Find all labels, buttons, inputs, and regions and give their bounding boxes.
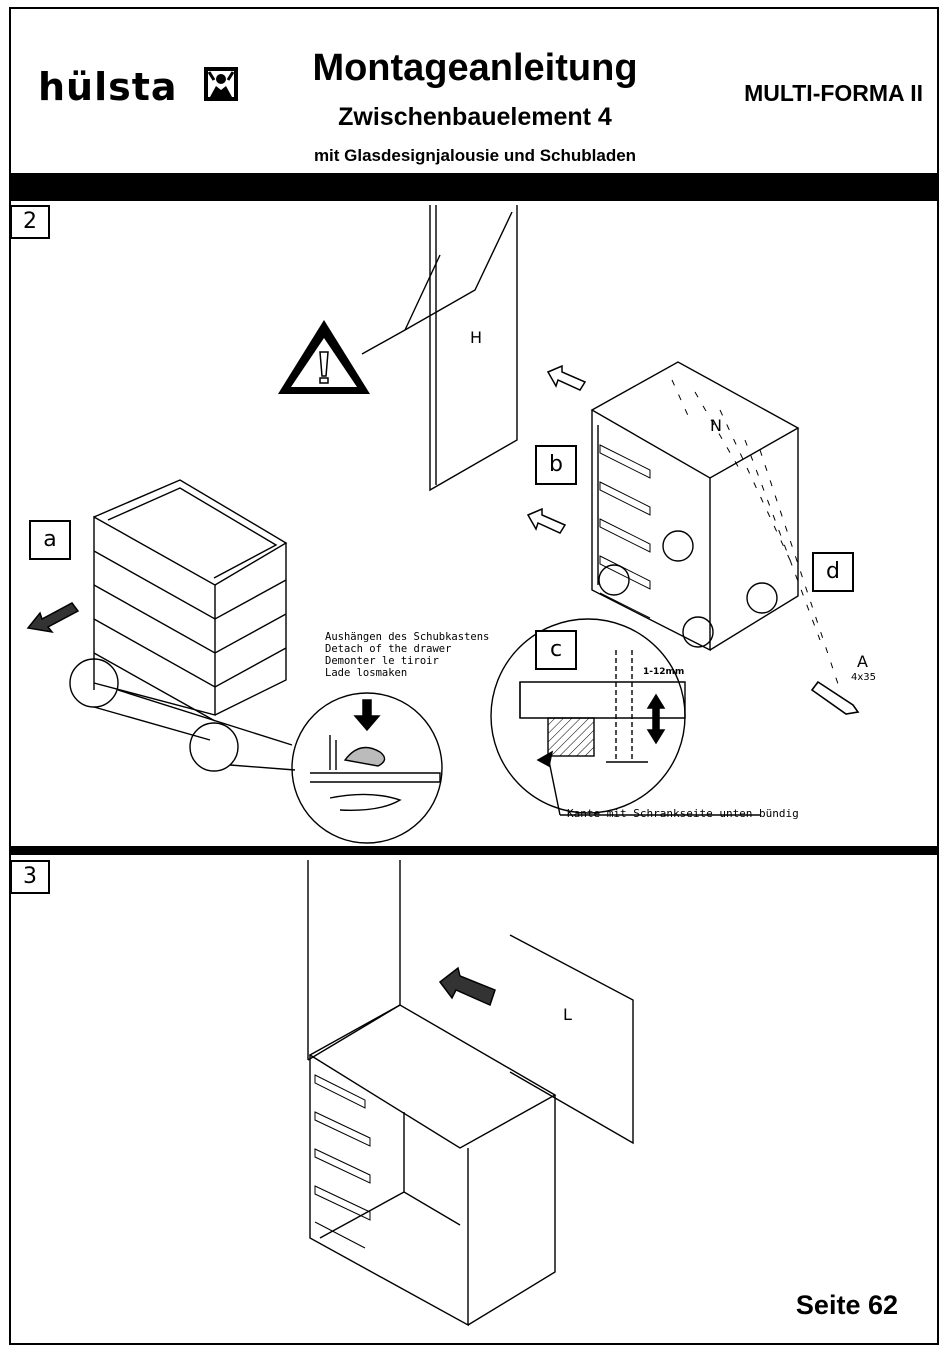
warning-icon <box>278 320 370 394</box>
drawer-note: Aushängen des Schubkastens Detach of the… <box>325 631 489 679</box>
panel-h-outline <box>430 205 517 490</box>
arrow-icon <box>28 603 78 632</box>
detail-label-c: c <box>535 630 577 670</box>
screw-size: 4x35 <box>851 672 876 683</box>
screw-label: A <box>857 652 868 671</box>
edge-note: Kante mit Schrankseite unten bündig <box>567 808 799 820</box>
step-number-3: 3 <box>10 860 50 894</box>
arrow-icon <box>528 509 565 533</box>
arrow-down-icon <box>355 700 379 730</box>
part-label-h: H <box>470 328 482 347</box>
step-number-2: 2 <box>10 205 50 239</box>
part-label-l: L <box>563 1005 572 1024</box>
detail-label-a: a <box>29 520 71 560</box>
arrow-updown-icon <box>648 695 664 743</box>
part-label-n: N <box>710 416 722 435</box>
drawer-note-line: Aushängen des Schubkastens <box>325 631 489 643</box>
detail-label-d: d <box>812 552 854 592</box>
detail-label-b: b <box>535 445 577 485</box>
page-number: Seite 62 <box>796 1290 898 1321</box>
arrow-icon <box>440 968 495 1005</box>
drawer-note-line: Detach of the drawer <box>325 643 489 655</box>
drawer-note-line: Demonter le tiroir <box>325 655 489 667</box>
arrow-icon <box>548 366 585 390</box>
measure-label: 1-12mm <box>643 667 684 677</box>
drawer-note-line: Lade losmaken <box>325 667 489 679</box>
